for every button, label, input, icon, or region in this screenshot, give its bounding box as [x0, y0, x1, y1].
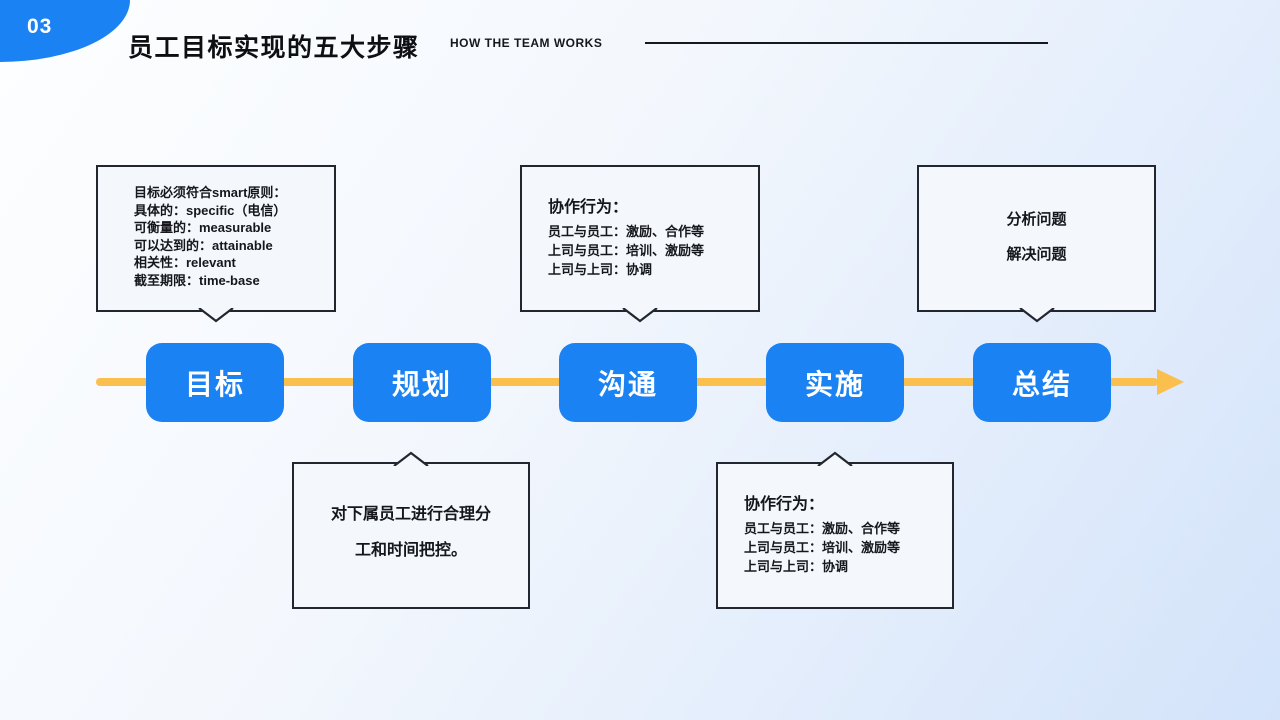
callout-text: 分析问题 解决问题: [1006, 210, 1067, 263]
step-label: 目标: [184, 368, 245, 400]
callout-implementation-behaviors: 协作行为： 员工与员工：激励、合作等 上司与员工：培训、激励等 上司与上司：协调: [716, 451, 954, 609]
callout-pointer-up-icon: [817, 451, 853, 466]
callout-text: 协作行为： 员工与员工：激励、合作等 上司与员工：培训、激励等 上司与上司：协调: [744, 496, 901, 574]
callout-planning: 对下属员工进行合理分 工和时间把控。: [292, 451, 530, 609]
step-label: 实施: [804, 368, 865, 400]
callout-smart-principles: 目标必须符合smart原则： 具体的：specific（电信） 可衡量的：mea…: [96, 165, 336, 323]
callout-communication-behaviors: 协作行为： 员工与员工：激励、合作等 上司与员工：培训、激励等 上司与上司：协调: [520, 165, 760, 323]
callout-text: 协作行为： 员工与员工：激励、合作等 上司与员工：培训、激励等 上司与上司：协调: [548, 199, 705, 277]
step-planning: 规划: [353, 343, 491, 422]
step-goal: 目标: [146, 343, 284, 422]
callout-summary: 分析问题 解决问题: [917, 165, 1156, 323]
timeline-arrow-head-icon: [1157, 369, 1184, 395]
header-divider-line: [645, 42, 1048, 44]
callout-pointer-down-icon: [198, 308, 234, 323]
callout-pointer-up-icon: [393, 451, 429, 466]
step-implementation: 实施: [766, 343, 904, 422]
corner-blob-shape: [0, 0, 130, 62]
step-summary: 总结: [973, 343, 1111, 422]
slide-subtitle: HOW THE TEAM WORKS: [450, 36, 603, 50]
callout-pointer-down-icon: [622, 308, 658, 323]
slide-title: 员工目标实现的五大步骤: [128, 34, 420, 62]
callout-text: 目标必须符合smart原则： 具体的：specific（电信） 可衡量的：mea…: [134, 185, 287, 288]
callout-pointer-down-icon: [1018, 308, 1055, 323]
step-label: 总结: [1011, 368, 1072, 400]
step-communication: 沟通: [559, 343, 697, 422]
callout-text: 对下属员工进行合理分 工和时间把控。: [330, 505, 491, 559]
step-label: 沟通: [597, 368, 658, 400]
page-number: 03: [27, 15, 53, 38]
step-label: 规划: [391, 368, 452, 400]
